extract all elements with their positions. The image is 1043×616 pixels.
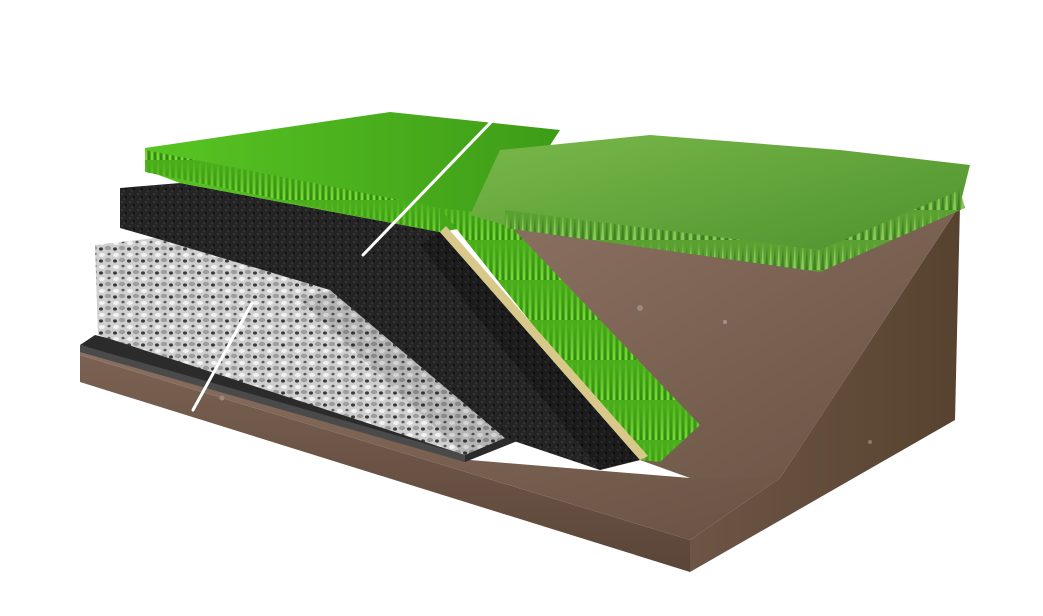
pointer-line-gravel <box>191 301 254 412</box>
geotextile-membrane-edge <box>80 345 465 462</box>
artificial-turf-slope <box>440 208 700 462</box>
soil-pebble <box>723 320 727 324</box>
rubber-shock-pad-shade <box>420 232 640 470</box>
artificial-turf-front-fringe <box>145 150 440 232</box>
soil-pebble <box>219 395 225 401</box>
artificial-turf-backing <box>440 226 648 460</box>
natural-grass-fringe <box>505 190 965 272</box>
gravel-base-layer <box>95 238 505 455</box>
gravel-base-shade <box>300 290 505 455</box>
rubber-shock-pad-layer <box>120 183 640 470</box>
soil-front-face <box>80 355 690 572</box>
soil-pebble <box>868 440 872 444</box>
pointer-line-turf <box>361 118 495 257</box>
soil-pebble <box>637 305 643 311</box>
soil-top-ledge <box>80 350 780 540</box>
artificial-turf-top <box>145 112 560 232</box>
soil-right-face <box>690 205 960 572</box>
